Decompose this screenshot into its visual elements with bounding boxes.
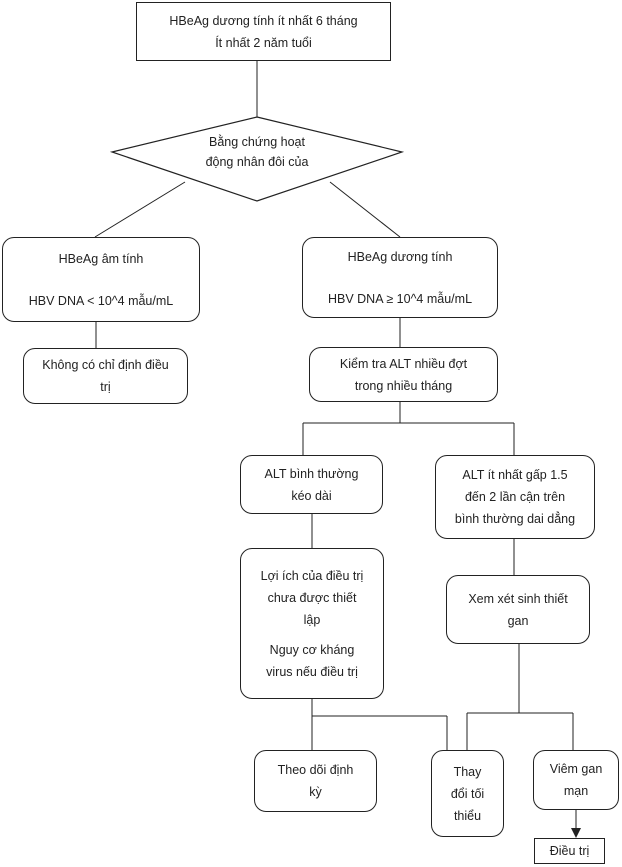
no-treatment-line2: trị xyxy=(100,380,111,394)
alt-normal-line2: kéo dài xyxy=(291,488,332,503)
no-treatment-node: Không có chỉ định điều trị xyxy=(23,348,188,404)
monitor-node: Theo dõi định kỳ xyxy=(254,750,377,812)
decision-diamond xyxy=(109,116,405,202)
minimal-change-node: Thay đổi tối thiểu xyxy=(431,750,504,837)
start-line2: Ít nhất 2 năm tuổi xyxy=(215,35,312,50)
benefit-line2: chưa được thiết xyxy=(267,590,357,605)
alt-high-node: ALT ít nhất gấp 1.5 đến 2 lần cận trên b… xyxy=(435,455,595,539)
alt-high-line3: bình thường dai dẳng xyxy=(454,512,576,526)
chronic-line1: Viêm gan xyxy=(549,762,603,776)
chronic-hepatitis-node: Viêm gan mạn xyxy=(533,750,619,810)
alt-normal-node: ALT bình thường kéo dài xyxy=(240,455,383,514)
negative-line1: HBeAg âm tính xyxy=(58,251,144,266)
connector-decision-negative xyxy=(94,181,186,238)
alt-high-line2: đến 2 lần cận trên xyxy=(464,490,566,504)
decision-label: Bằng chứng hoạt động nhân đôi của xyxy=(167,132,347,172)
alt-normal-line1: ALT bình thường xyxy=(264,466,359,481)
connector-decision-positive xyxy=(329,181,401,238)
no-treatment-line1: Không có chỉ định điều xyxy=(42,358,169,372)
arrowhead-treatment xyxy=(571,828,581,838)
positive-line1: HBeAg dương tính xyxy=(347,249,453,264)
hbeag-negative-node: HBeAg âm tính HBV DNA < 10^4 mẫu/mL xyxy=(2,237,200,322)
benefit-line4: Nguy cơ kháng xyxy=(269,642,355,657)
monitor-line2: kỳ xyxy=(309,785,322,799)
alt-check-line1: Kiểm tra ALT nhiều đợt xyxy=(339,356,468,371)
alt-check-node: Kiểm tra ALT nhiều đợt trong nhiều tháng xyxy=(309,347,498,402)
decision-line1: Bằng chứng hoạt xyxy=(209,135,305,149)
biopsy-node: Xem xét sinh thiết gan xyxy=(446,575,590,644)
positive-line2: HBV DNA ≥ 10^4 mẫu/mL xyxy=(327,291,473,306)
alt-high-line1: ALT ít nhất gấp 1.5 xyxy=(462,468,568,482)
hbeag-positive-node: HBeAg dương tính HBV DNA ≥ 10^4 mẫu/mL xyxy=(302,237,498,318)
decision-line2: động nhân đôi của xyxy=(205,155,309,169)
treatment-node: Điều trị xyxy=(534,838,605,864)
alt-check-line2: trong nhiều tháng xyxy=(354,378,453,393)
treatment-line1: Điều trị xyxy=(549,844,590,858)
start-node: HBeAg dương tính ít nhất 6 tháng Ít nhất… xyxy=(136,2,391,61)
benefit-line5: virus nếu điều trị xyxy=(266,664,358,679)
minimal-line2: đổi tối xyxy=(450,786,485,801)
monitor-line1: Theo dõi định xyxy=(277,763,354,777)
benefit-line1: Lợi ích của điều trị xyxy=(260,568,364,583)
start-line1: HBeAg dương tính ít nhất 6 tháng xyxy=(169,13,358,28)
benefit-risk-node: Lợi ích của điều trị chưa được thiết lập… xyxy=(240,548,384,699)
minimal-line3: thiểu xyxy=(453,808,482,823)
biopsy-line2: gan xyxy=(507,613,529,628)
minimal-line1: Thay xyxy=(453,764,482,779)
benefit-line3: lập xyxy=(303,612,321,627)
negative-line2: HBV DNA < 10^4 mẫu/mL xyxy=(28,293,174,308)
chronic-line2: mạn xyxy=(563,784,589,798)
biopsy-line1: Xem xét sinh thiết xyxy=(468,591,568,606)
